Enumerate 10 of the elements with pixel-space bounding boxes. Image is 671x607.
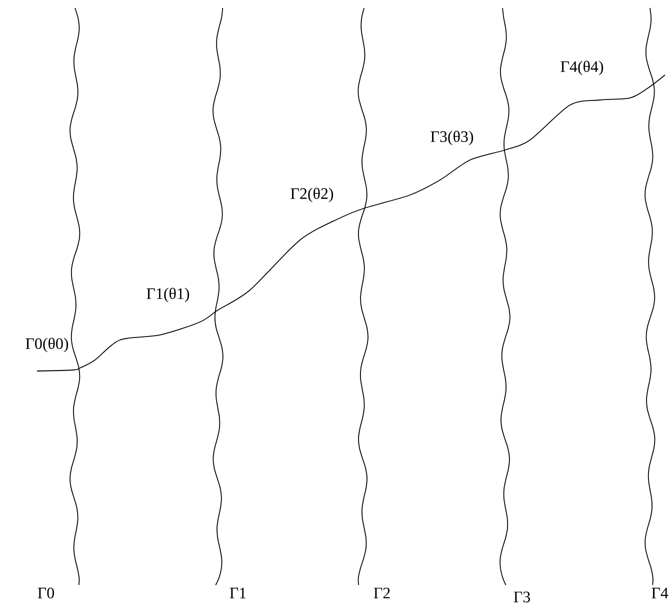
curve-label: Γ1(θ1) bbox=[146, 288, 190, 302]
curve-label: Γ2(θ2) bbox=[290, 188, 334, 202]
curve-label: Γ4(θ4) bbox=[560, 60, 604, 76]
curve-label: Γ0 bbox=[38, 588, 54, 598]
curve-label: Γ3(θ3) bbox=[430, 130, 474, 146]
curve-label: Γ3 bbox=[514, 592, 530, 602]
curve-label: Γ2 bbox=[374, 588, 390, 598]
curve-label: Γ4 bbox=[652, 588, 668, 598]
curve-label: Γ1 bbox=[230, 588, 246, 598]
curve-label: Γ0(θ0) bbox=[26, 338, 68, 352]
